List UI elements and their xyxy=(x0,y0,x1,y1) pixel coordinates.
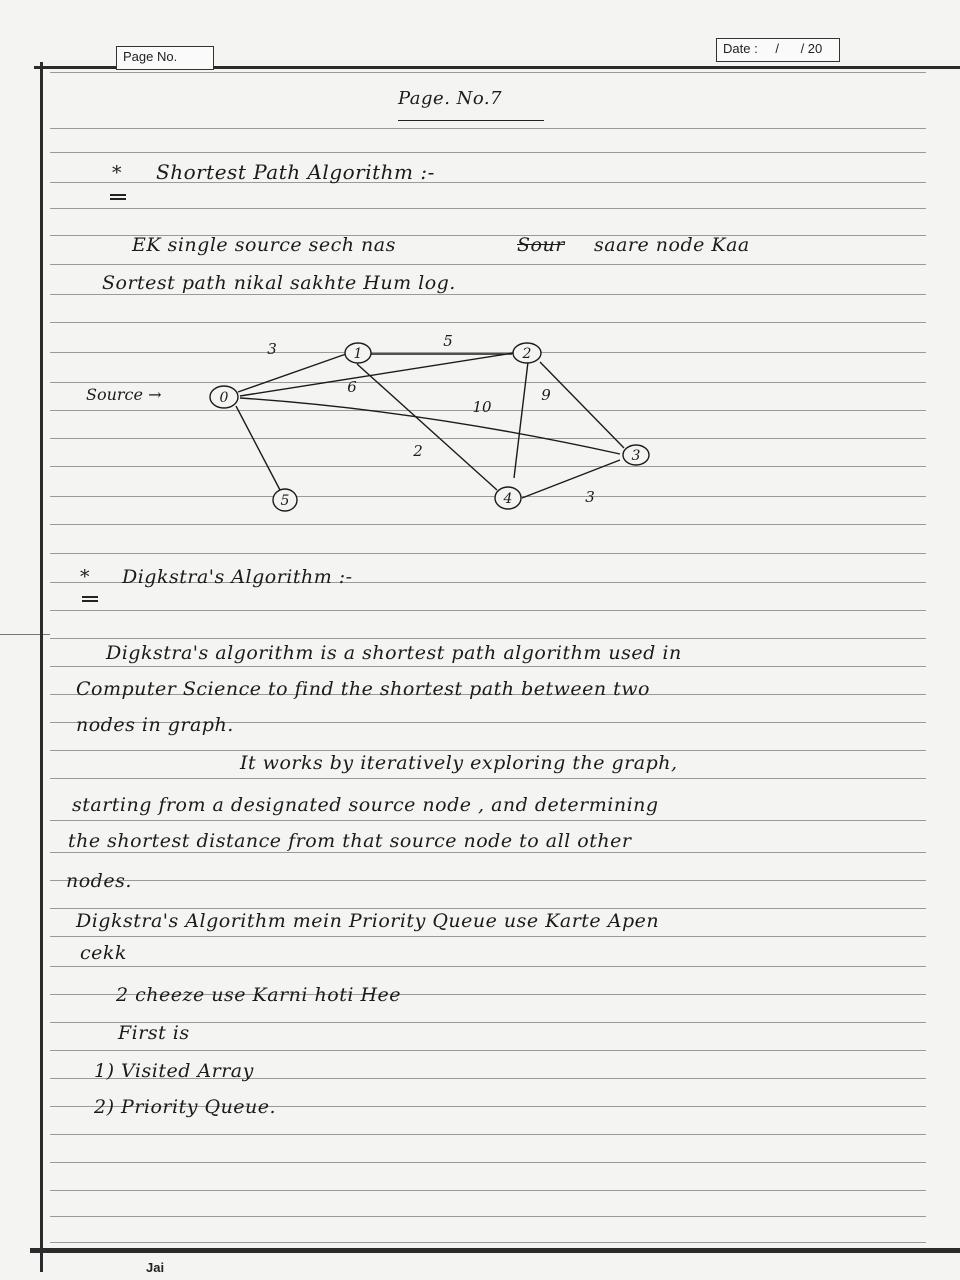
page-no-box: Page No. xyxy=(116,46,214,70)
source-label: Source → xyxy=(86,385,161,404)
para1-line5: starting from a designated source node ,… xyxy=(72,794,659,816)
para1-line6: the shortest distance from that source n… xyxy=(68,830,632,852)
para2-line2: cekk xyxy=(80,942,127,964)
edge-4-3 xyxy=(521,459,621,499)
graph-diagram: 0 1 2 3 4 5 3 5 6 10 9 2 3 Source → xyxy=(86,332,650,512)
page-number: Page. No.7 xyxy=(398,88,503,109)
node-5 xyxy=(272,488,298,512)
edge-2-3 xyxy=(539,361,625,449)
node-1 xyxy=(344,342,372,364)
intro-line1-b: saare node Kaa xyxy=(594,234,750,256)
date-separator: / xyxy=(775,41,779,56)
heading1-text: Shortest Path Algorithm :- xyxy=(156,160,435,184)
node-1-label: 1 xyxy=(354,346,363,362)
para3-line4: 2) Priority Queue. xyxy=(94,1096,277,1118)
date-box: Date : / / 20 xyxy=(716,38,840,62)
page-no-label: Page No. xyxy=(123,49,178,64)
weight-1-4: 2 xyxy=(412,442,423,460)
weight-4-3: 3 xyxy=(585,488,595,506)
node-5-label: 5 xyxy=(281,493,290,509)
heading2-double-underline xyxy=(82,596,98,598)
para3-line3: 1) Visited Array xyxy=(94,1060,254,1082)
bottom-rule xyxy=(30,1248,960,1253)
para3-line2: First is xyxy=(118,1022,190,1044)
intro-line1-a: EK single source sech nas xyxy=(132,234,396,256)
date-label: Date : xyxy=(723,41,758,56)
heading1-double-underline xyxy=(110,194,126,196)
date-year: / 20 xyxy=(800,41,823,56)
heading2-star: * xyxy=(80,566,90,588)
node-2-label: 2 xyxy=(522,346,532,362)
para2-line1: Digkstra's Algorithm mein Priority Queue… xyxy=(76,910,660,932)
weight-2-4: 9 xyxy=(541,386,551,404)
edge-0-1 xyxy=(237,353,347,393)
para1-line3: nodes in graph. xyxy=(76,714,234,736)
edge-1-4 xyxy=(356,363,498,491)
node-3 xyxy=(622,444,650,466)
heading1-star: * xyxy=(112,162,122,184)
node-3-label: 3 xyxy=(632,448,641,464)
node-0-label: 0 xyxy=(220,390,229,406)
edge-0-5 xyxy=(235,405,281,491)
para1-line1: Digkstra's algorithm is a shortest path … xyxy=(106,642,682,664)
top-rule xyxy=(34,66,960,69)
page-number-underline xyxy=(398,120,544,121)
weight-0-3: 10 xyxy=(472,398,492,416)
para3-line1: 2 cheeze use Karni hoti Hee xyxy=(116,984,402,1006)
para1-line2: Computer Science to find the shortest pa… xyxy=(76,678,650,700)
node-4-label: 4 xyxy=(503,491,513,507)
edge-0-2 xyxy=(239,351,521,397)
intro-line1-strike: Sour xyxy=(517,234,565,256)
footer-brand: Jai xyxy=(146,1260,165,1275)
edge-2-4 xyxy=(513,361,529,479)
weight-0-2: 6 xyxy=(347,378,357,396)
edge-0-3 xyxy=(239,397,621,455)
weight-0-1: 3 xyxy=(267,340,277,358)
heading2-text: Digkstra's Algorithm :- xyxy=(122,566,353,588)
weight-1-2: 5 xyxy=(443,332,453,350)
para1-line7: nodes. xyxy=(66,870,132,892)
node-2 xyxy=(512,342,542,364)
intro-line2: Sortest path nikal sakhte Hum log. xyxy=(102,272,456,294)
node-0 xyxy=(209,385,239,409)
margin-line-left xyxy=(40,62,43,1272)
node-4 xyxy=(494,486,522,510)
para1-line4: It works by iteratively exploring the gr… xyxy=(240,752,678,774)
